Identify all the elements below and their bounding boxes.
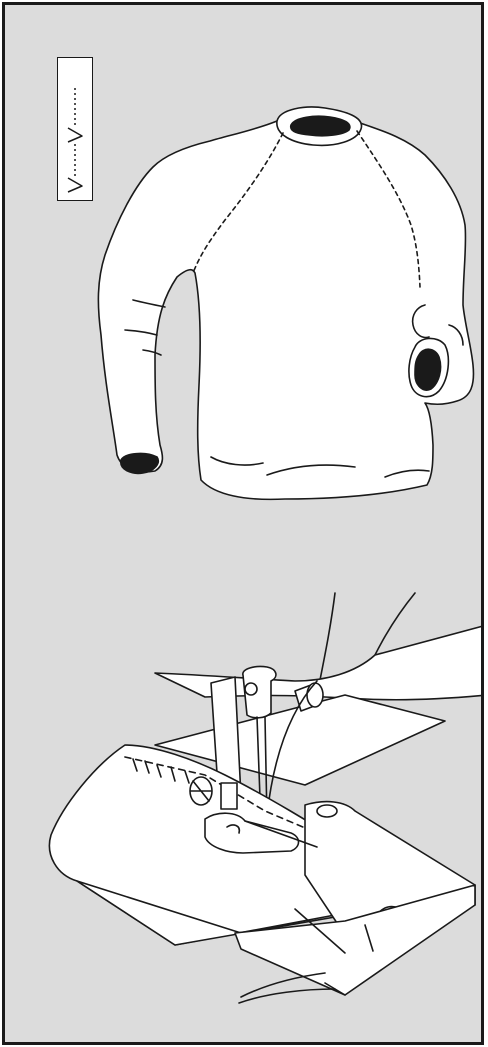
machine-head-line-left — [319, 593, 335, 685]
sewing-machine-illustration — [49, 593, 484, 1003]
needle-clamp-screw — [245, 683, 257, 695]
left-cuff — [121, 453, 158, 473]
foot-ankle — [221, 783, 237, 809]
stitch-pattern-indicator: ∧...∧... — [57, 57, 93, 201]
collar-opening — [291, 116, 350, 135]
plate-hole — [317, 805, 337, 817]
sweatshirt-outline — [98, 116, 473, 499]
sweatshirt-illustration — [98, 107, 473, 499]
blind-stitch-icon — [58, 58, 94, 202]
